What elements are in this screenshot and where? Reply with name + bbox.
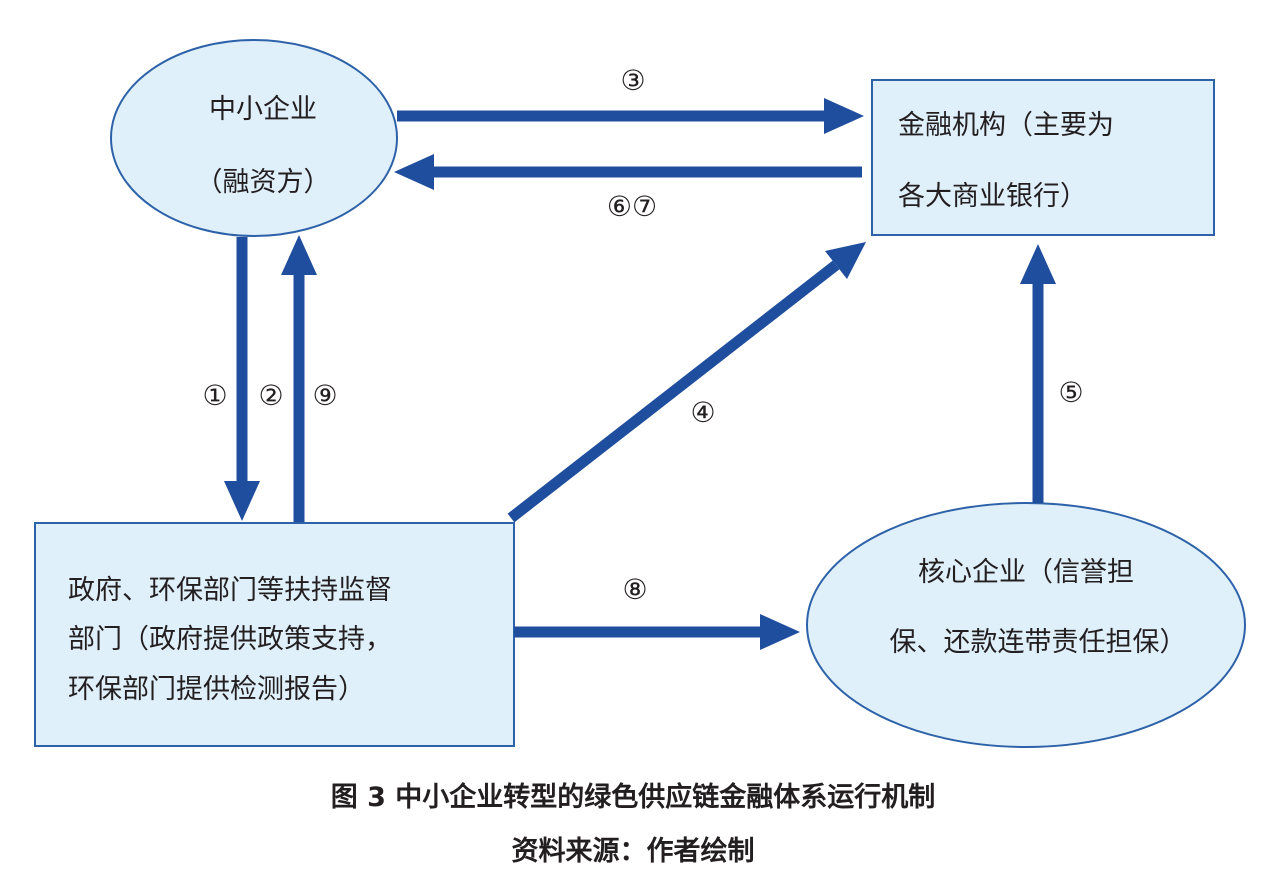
node-core-enterprise: 核心企业（信誉担 保、还款连带责任担保） — [806, 502, 1246, 748]
node-financial-line1: 金融机构（主要为 — [898, 110, 1114, 141]
node-government-line2: 部门（政府提供政策支持， — [68, 624, 392, 655]
step-label-6-7: ⑥⑦ — [607, 190, 657, 223]
step-label-3: ③ — [620, 64, 645, 97]
step-label-4: ④ — [690, 396, 715, 429]
node-government-line3: 环保部门提供检测报告） — [68, 674, 365, 705]
step-label-1: ① — [202, 379, 227, 412]
arrow-core-to-financial — [1020, 244, 1056, 503]
step-label-8: ⑧ — [622, 573, 647, 606]
arrow-financial-to-sme — [394, 154, 862, 190]
node-core-line1: 核心企业（信誉担 — [918, 557, 1134, 588]
step-label-5: ⑤ — [1058, 376, 1083, 409]
node-sme: 中小企业 （融资方） — [110, 39, 398, 237]
arrow-sme-to-financial — [397, 98, 864, 134]
node-sme-line1: 中小企业 — [209, 94, 317, 125]
node-sme-line2: （融资方） — [196, 167, 331, 198]
node-government: 政府、环保部门等扶持监督 部门（政府提供政策支持， 环保部门提供检测报告） — [34, 522, 515, 747]
node-core-line2: 保、还款连带责任担保） — [890, 627, 1187, 658]
flow-diagram: 中小企业 （融资方） 金融机构（主要为 各大商业银行） 政府、环保部门等扶持监督… — [34, 39, 1246, 748]
figure-caption: 图 3 中小企业转型的绿色供应链金融体系运行机制 — [330, 782, 936, 813]
node-government-line1: 政府、环保部门等扶持监督 — [68, 575, 392, 606]
node-financial-line2: 各大商业银行） — [898, 181, 1087, 212]
step-label-9: ⑨ — [312, 379, 337, 412]
node-financial-institution: 金融机构（主要为 各大商业银行） — [871, 79, 1215, 236]
arrow-government-to-financial — [507, 242, 866, 523]
arrow-sme-to-government — [224, 237, 260, 521]
arrow-government-to-sme — [281, 235, 317, 522]
step-label-2: ② — [258, 379, 283, 412]
source-note: 资料来源：作者绘制 — [511, 836, 755, 867]
arrow-government-to-core — [514, 614, 800, 650]
